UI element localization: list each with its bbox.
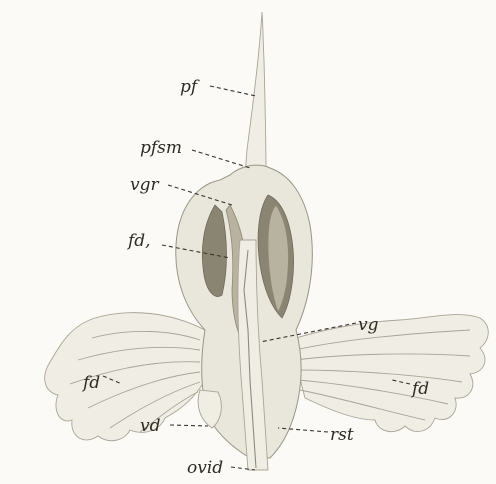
label-fd-left: fd	[81, 373, 100, 393]
label-fd1: fd,	[126, 231, 151, 251]
label-vgr: vgr	[130, 175, 159, 195]
label-fd-right: fd	[410, 379, 429, 399]
label-rst: rst	[330, 425, 354, 445]
label-vd: vd	[140, 416, 161, 436]
label-pf: pf	[180, 77, 200, 97]
label-vg: vg	[358, 315, 379, 335]
label-ovid: ovid	[187, 458, 223, 478]
label-pfsm: pfsm	[140, 138, 182, 158]
right-tufts	[290, 315, 488, 432]
pf-spike	[245, 12, 266, 175]
left-tufts	[45, 313, 205, 441]
